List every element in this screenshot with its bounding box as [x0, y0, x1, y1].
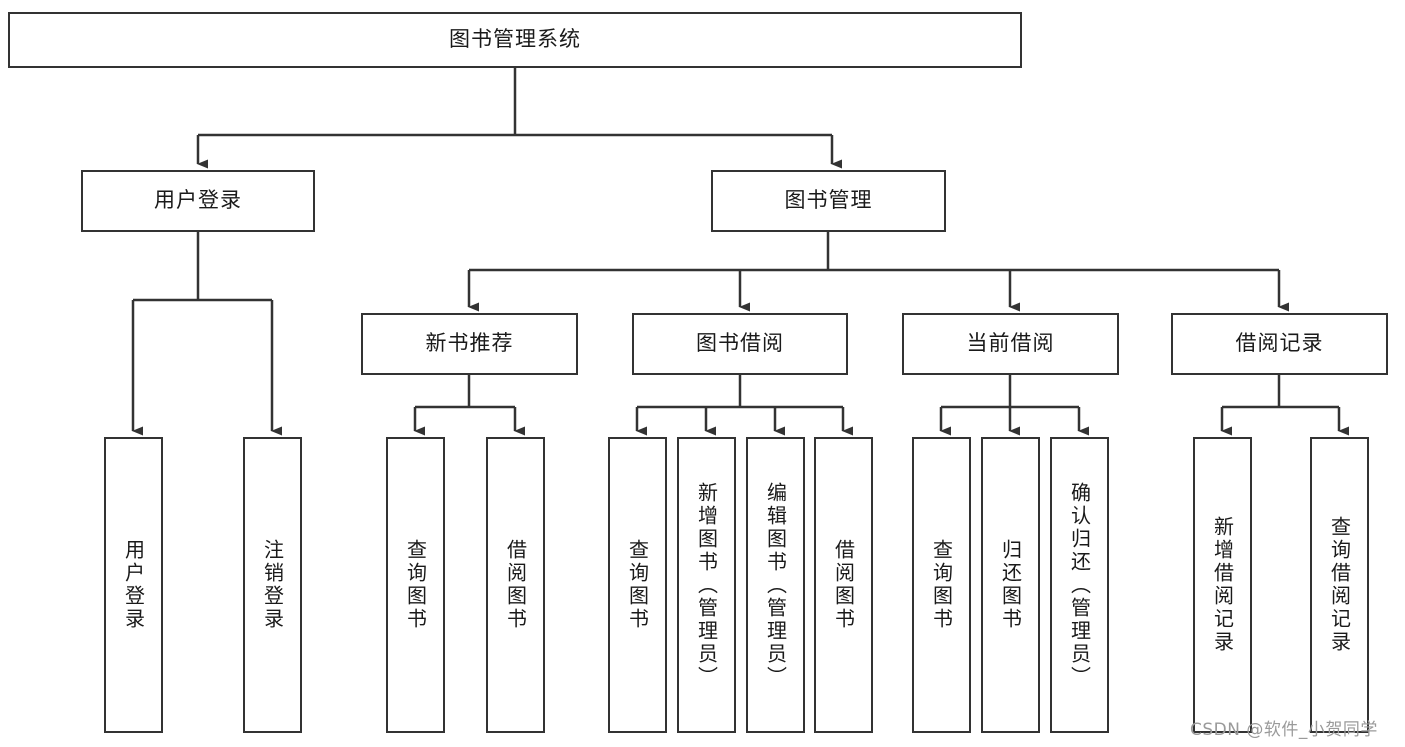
node-current-borrow[interactable]: 当前借阅 [902, 313, 1119, 375]
leaf-node[interactable]: 用户登录 [104, 437, 163, 733]
leaf-node[interactable]: 借阅图书 [486, 437, 545, 733]
leaf-node-label: 注销登录 [260, 539, 285, 631]
node-root[interactable]: 图书管理系统 [8, 12, 1022, 68]
leaf-node[interactable]: 查询借阅记录 [1310, 437, 1369, 733]
node-new-book-recommend[interactable]: 新书推荐 [361, 313, 578, 375]
node-book-borrow[interactable]: 图书借阅 [632, 313, 848, 375]
leaf-node-label: 编辑图书（管理员） [763, 481, 788, 689]
node-book-management[interactable]: 图书管理 [711, 170, 946, 232]
leaf-node-label: 查询借阅记录 [1327, 516, 1352, 654]
leaf-node[interactable]: 查询图书 [386, 437, 445, 733]
leaf-node-label: 归还图书 [998, 539, 1023, 631]
leaf-node[interactable]: 确认归还（管理员） [1050, 437, 1109, 733]
leaf-node[interactable]: 注销登录 [243, 437, 302, 733]
leaf-node[interactable]: 新增借阅记录 [1193, 437, 1252, 733]
node-root-label: 图书管理系统 [449, 27, 581, 52]
node-current-borrow-label: 当前借阅 [966, 331, 1055, 356]
node-user-login-label: 用户登录 [154, 188, 242, 213]
leaf-node-label: 确认归还（管理员） [1067, 481, 1092, 689]
leaf-node[interactable]: 借阅图书 [814, 437, 873, 733]
leaf-node-label: 借阅图书 [503, 539, 528, 631]
leaf-node[interactable]: 查询图书 [608, 437, 667, 733]
leaf-node-label: 新增图书（管理员） [694, 481, 719, 689]
node-borrow-records-label: 借阅记录 [1235, 331, 1324, 356]
leaf-node-label: 查询图书 [403, 539, 428, 631]
leaf-node[interactable]: 查询图书 [912, 437, 971, 733]
node-new-book-recommend-label: 新书推荐 [425, 331, 514, 356]
leaf-node[interactable]: 编辑图书（管理员） [746, 437, 805, 733]
node-borrow-records[interactable]: 借阅记录 [1171, 313, 1388, 375]
leaf-node-label: 新增借阅记录 [1210, 516, 1235, 654]
node-book-borrow-label: 图书借阅 [696, 331, 784, 356]
node-book-management-label: 图书管理 [784, 188, 873, 213]
csdn-watermark: CSDN @软件_小贺同学 [1190, 720, 1378, 740]
leaf-node[interactable]: 新增图书（管理员） [677, 437, 736, 733]
node-user-login[interactable]: 用户登录 [81, 170, 315, 232]
leaf-node-label: 借阅图书 [831, 539, 856, 631]
leaf-node-label: 查询图书 [929, 539, 954, 631]
leaf-node-label: 用户登录 [121, 539, 146, 631]
leaf-node-label: 查询图书 [625, 539, 650, 631]
leaf-node[interactable]: 归还图书 [981, 437, 1040, 733]
